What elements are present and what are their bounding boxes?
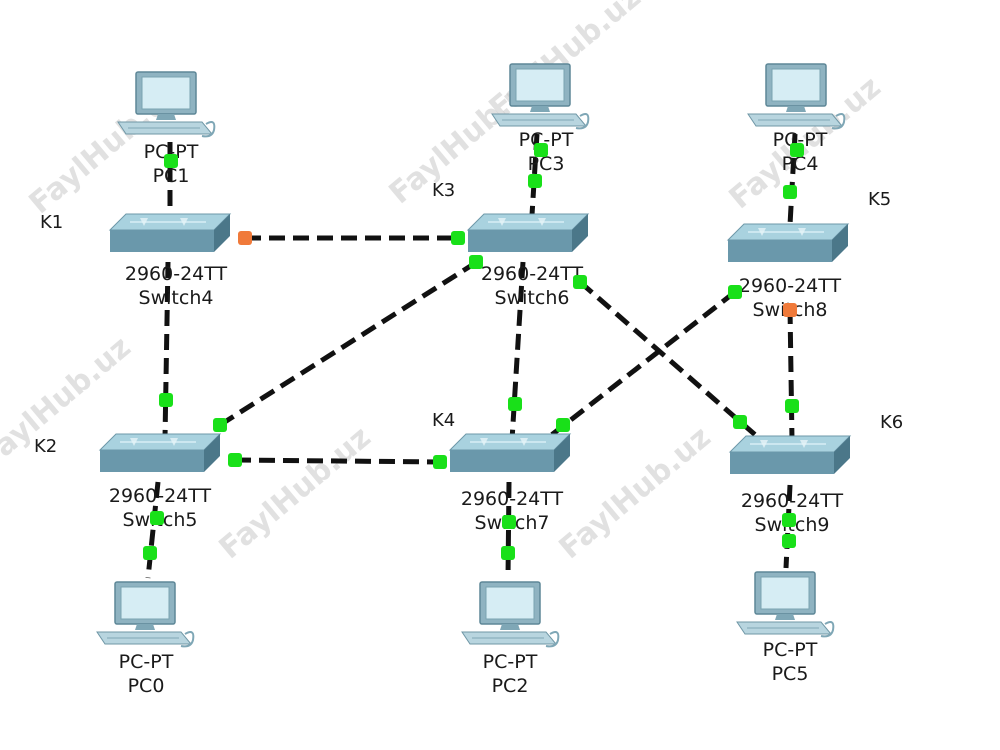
pc-name-label: PC2 xyxy=(492,675,529,697)
port-indicator-sw5 xyxy=(143,546,157,560)
switch-model-label: 2960-24TT xyxy=(481,263,584,285)
port-indicator-sw7 xyxy=(433,455,447,469)
pc-model-label: PC-PT xyxy=(763,639,818,661)
port-indicator-sw6 xyxy=(469,255,483,269)
pc-model-label: PC-PT xyxy=(519,129,574,151)
link-pc5-sw9[interactable] xyxy=(783,484,793,569)
switch-icon xyxy=(729,435,851,475)
port-indicator-sw8 xyxy=(783,185,797,199)
link-sw5-sw7[interactable] xyxy=(234,457,441,465)
area-label-k2: K2 xyxy=(34,436,57,457)
port-indicator-pc3 xyxy=(534,143,548,157)
switch-model-label: 2960-24TT xyxy=(125,263,228,285)
pc-name-label: PC4 xyxy=(782,153,819,175)
port-indicator-pc5 xyxy=(782,513,796,527)
link-sw8-sw7[interactable] xyxy=(543,290,737,442)
pc-icon xyxy=(461,581,560,648)
switch-icon xyxy=(449,433,571,473)
switch-model-label: 2960-24TT xyxy=(461,488,564,510)
area-label-k1: K1 xyxy=(40,212,63,233)
port-indicator-sw8 xyxy=(783,303,797,317)
link-sw8-sw9[interactable] xyxy=(787,307,795,441)
port-indicator-sw4 xyxy=(159,393,173,407)
port-indicator-sw5 xyxy=(213,418,227,432)
port-indicator-pc2 xyxy=(502,515,516,529)
pc-model-label: PC-PT xyxy=(119,651,174,673)
switch-icon xyxy=(109,213,231,253)
devices-layer: 2960-24TTSwitch42960-24TTSwitch52960-24T… xyxy=(96,63,851,697)
port-indicator-sw5 xyxy=(228,453,242,467)
port-indicator-pc4 xyxy=(790,143,804,157)
watermark-text: FaylHub.uz xyxy=(553,420,718,566)
area-label-k4: K4 xyxy=(432,410,455,431)
link-sw5-sw6[interactable] xyxy=(218,257,482,428)
switch-icon xyxy=(727,223,849,263)
port-indicator-sw6 xyxy=(508,397,522,411)
port-indicator-sw7 xyxy=(501,546,515,560)
area-label-k3: K3 xyxy=(432,180,455,201)
port-indicator-sw4 xyxy=(238,231,252,245)
port-indicator-sw6 xyxy=(573,275,587,289)
pc-name-label: PC0 xyxy=(128,675,165,697)
port-indicator-sw6 xyxy=(451,231,465,245)
port-indicator-sw6 xyxy=(528,174,542,188)
pc-name-label: PC5 xyxy=(772,663,809,685)
pc-name-label: PC1 xyxy=(153,165,190,187)
watermark-text: FaylHub.uz xyxy=(213,420,378,566)
switch-name-label: Switch6 xyxy=(495,287,570,309)
area-label-k6: K6 xyxy=(880,412,903,433)
link-pc2-sw7[interactable] xyxy=(505,481,512,579)
port-indicator-pc1 xyxy=(164,154,178,168)
switch-model-label: 2960-24TT xyxy=(109,485,212,507)
port-indicator-sw7 xyxy=(556,418,570,432)
pc-model-label: PC-PT xyxy=(144,141,199,163)
watermark-text: FaylHub.uz xyxy=(483,0,648,126)
pc-model-label: PC-PT xyxy=(773,129,828,151)
switch-icon xyxy=(99,433,221,473)
switch-name-label: Switch4 xyxy=(139,287,214,309)
pc-name-label: PC3 xyxy=(528,153,565,175)
switch-icon xyxy=(467,213,589,253)
link-pc0-sw5[interactable] xyxy=(145,481,161,579)
port-indicator-sw9 xyxy=(782,534,796,548)
port-indicator-pc0 xyxy=(150,511,164,525)
pc-icon xyxy=(747,63,846,130)
port-indicator-sw9 xyxy=(733,415,747,429)
pc-icon xyxy=(736,571,835,638)
pc-icon xyxy=(96,581,195,648)
port-indicator-sw9 xyxy=(785,399,799,413)
area-label-k5: K5 xyxy=(868,189,891,210)
port-indicator-sw8 xyxy=(728,285,742,299)
link-sw4-sw5[interactable] xyxy=(162,261,171,439)
ports-layer xyxy=(143,143,804,560)
pc-model-label: PC-PT xyxy=(483,651,538,673)
switch-model-label: 2960-24TT xyxy=(739,275,842,297)
links-layer xyxy=(145,133,798,579)
switch-model-label: 2960-24TT xyxy=(741,490,844,512)
